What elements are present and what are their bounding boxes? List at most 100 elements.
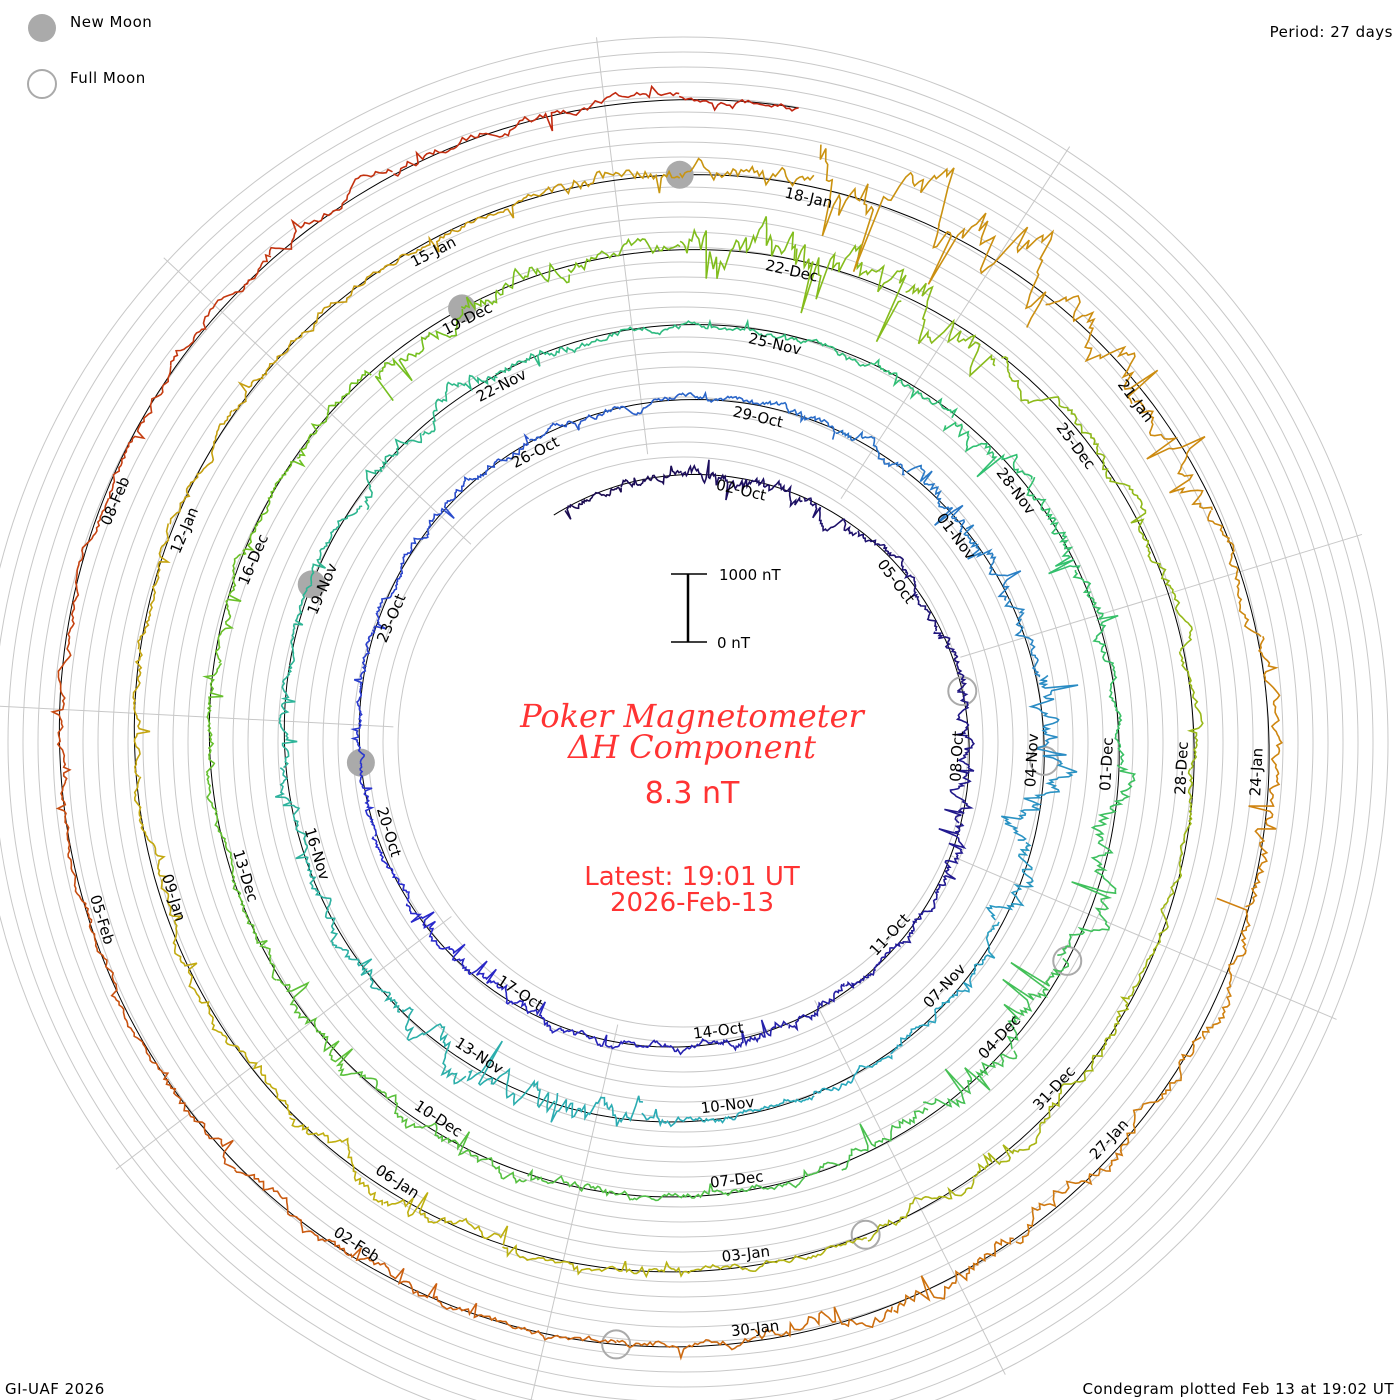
grid-circle <box>7 66 1359 1400</box>
trace-day-segment <box>1245 772 1281 908</box>
grid-circle <box>307 366 1059 1118</box>
current-value: 8.3 nT <box>645 776 740 811</box>
grid-radial <box>530 1024 619 1400</box>
date-label: 01-Dec <box>1096 737 1117 791</box>
trace-day-segment <box>927 212 1055 328</box>
trace-day-segment <box>1134 400 1213 511</box>
trace-day-segment <box>819 144 955 272</box>
grid-circle <box>397 456 969 1028</box>
baseline-spiral-line <box>58 99 1270 1348</box>
trace-day-segment <box>513 999 580 1036</box>
date-label: 10-Dec <box>411 1097 466 1141</box>
trace-day-segment <box>680 318 777 340</box>
trace-day-segment <box>88 923 149 1056</box>
trace-day-segment <box>893 1237 1014 1314</box>
trace-day-segment <box>232 312 320 412</box>
trace-day-segment <box>631 1183 739 1202</box>
trace-day-segment <box>211 1016 293 1116</box>
grid-circle <box>97 156 1269 1328</box>
title-line1: Poker Magnetometer <box>519 697 865 735</box>
trace-day-segment <box>585 324 682 347</box>
date-label: 30-Jan <box>730 1317 780 1341</box>
grid-radial <box>0 705 394 728</box>
trace-day-segment <box>305 856 339 947</box>
trace-day-segment <box>729 1095 815 1121</box>
trace-day-segment <box>393 115 533 177</box>
grid-radial <box>949 854 1337 1020</box>
trace-day-segment <box>890 993 955 1055</box>
grid-circle <box>157 216 1209 1268</box>
trace-day-segment <box>737 1161 840 1193</box>
date-label: 20-Oct <box>373 805 405 859</box>
trace-day-segment <box>108 365 172 499</box>
trace-day-segment <box>1015 1149 1124 1245</box>
grid-radial <box>163 257 472 545</box>
trace-day-segment <box>528 413 604 442</box>
trace-day-segment <box>412 483 465 545</box>
date-label: 25-Nov <box>747 329 804 359</box>
grid-circle <box>202 261 1164 1223</box>
trace-day-segment <box>133 776 170 900</box>
grid-circle <box>262 321 1104 1163</box>
trace-day-segment <box>383 1192 509 1246</box>
trace-day-segment <box>775 333 871 367</box>
full-moon-marker <box>601 1329 632 1360</box>
grid-radial <box>115 916 452 1170</box>
grid-circle <box>22 81 1344 1400</box>
new-moon-legend-icon <box>28 14 56 42</box>
trace-day-segment <box>747 1237 867 1273</box>
grid-radial <box>595 37 649 455</box>
trace-day-segment <box>1028 674 1079 763</box>
trace-day-segment <box>241 459 306 556</box>
legend-full-moon: Full Moon <box>70 69 146 87</box>
trace-day-segment <box>1090 434 1147 541</box>
full-moon-marker <box>850 1219 881 1250</box>
grid-circle <box>382 441 984 1043</box>
trace-day-segment <box>374 308 464 402</box>
date-label: 07-Dec <box>709 1167 764 1191</box>
trace-day-segment <box>741 476 803 509</box>
date-label: 16-Dec <box>234 531 271 587</box>
date-label: 28-Dec <box>1171 741 1192 795</box>
scale-bar: 1000 nT 0 nT <box>671 566 781 652</box>
trace-day-segment <box>1057 863 1117 956</box>
trace-day-segment <box>760 400 836 440</box>
trace-day-segment <box>527 1168 633 1201</box>
date-label: 04-Nov <box>1021 733 1042 788</box>
trace-day-segment <box>495 342 587 375</box>
trace-day-segment <box>1002 957 1069 1049</box>
date-label: 08-Oct <box>946 730 967 782</box>
date-label: 09-Jan <box>158 872 189 924</box>
trace-day-segment <box>1258 636 1283 774</box>
trace-day-segment <box>641 1108 730 1128</box>
trace-day-segment <box>463 433 530 485</box>
trace-day-segment <box>905 282 996 378</box>
trace-day-segment <box>334 944 401 1013</box>
scale-bottom-label: 0 nT <box>717 634 751 652</box>
trace-day-segment <box>268 168 393 256</box>
trace-day-segment <box>132 649 151 778</box>
trace-day-segment <box>624 1260 749 1279</box>
trace-day-segment <box>1090 764 1137 866</box>
date-label: 14-Oct <box>692 1019 745 1043</box>
trace-day-segment <box>963 524 1022 602</box>
date-label: 03-Jan <box>721 1242 771 1266</box>
latest-date: 2026-Feb-13 <box>610 888 774 918</box>
date-label: 02-Oct <box>714 476 768 505</box>
trace-day-segment <box>867 1178 975 1242</box>
trace-day-segment <box>376 542 413 613</box>
trace-day-segment <box>338 1068 437 1129</box>
trace-day-segment <box>147 1054 236 1170</box>
trace-day-segment <box>350 686 366 763</box>
date-label: 24-Jan <box>1246 747 1267 796</box>
grid-circle <box>82 141 1284 1343</box>
trace-day-segment <box>620 465 682 489</box>
trace-day-segment <box>550 1092 644 1127</box>
trace-day-segment <box>289 1116 383 1206</box>
grid-circle <box>172 231 1194 1253</box>
trace-day-segment <box>933 631 967 693</box>
trace-day-segment <box>310 505 363 585</box>
date-label: 22-Dec <box>764 256 820 286</box>
